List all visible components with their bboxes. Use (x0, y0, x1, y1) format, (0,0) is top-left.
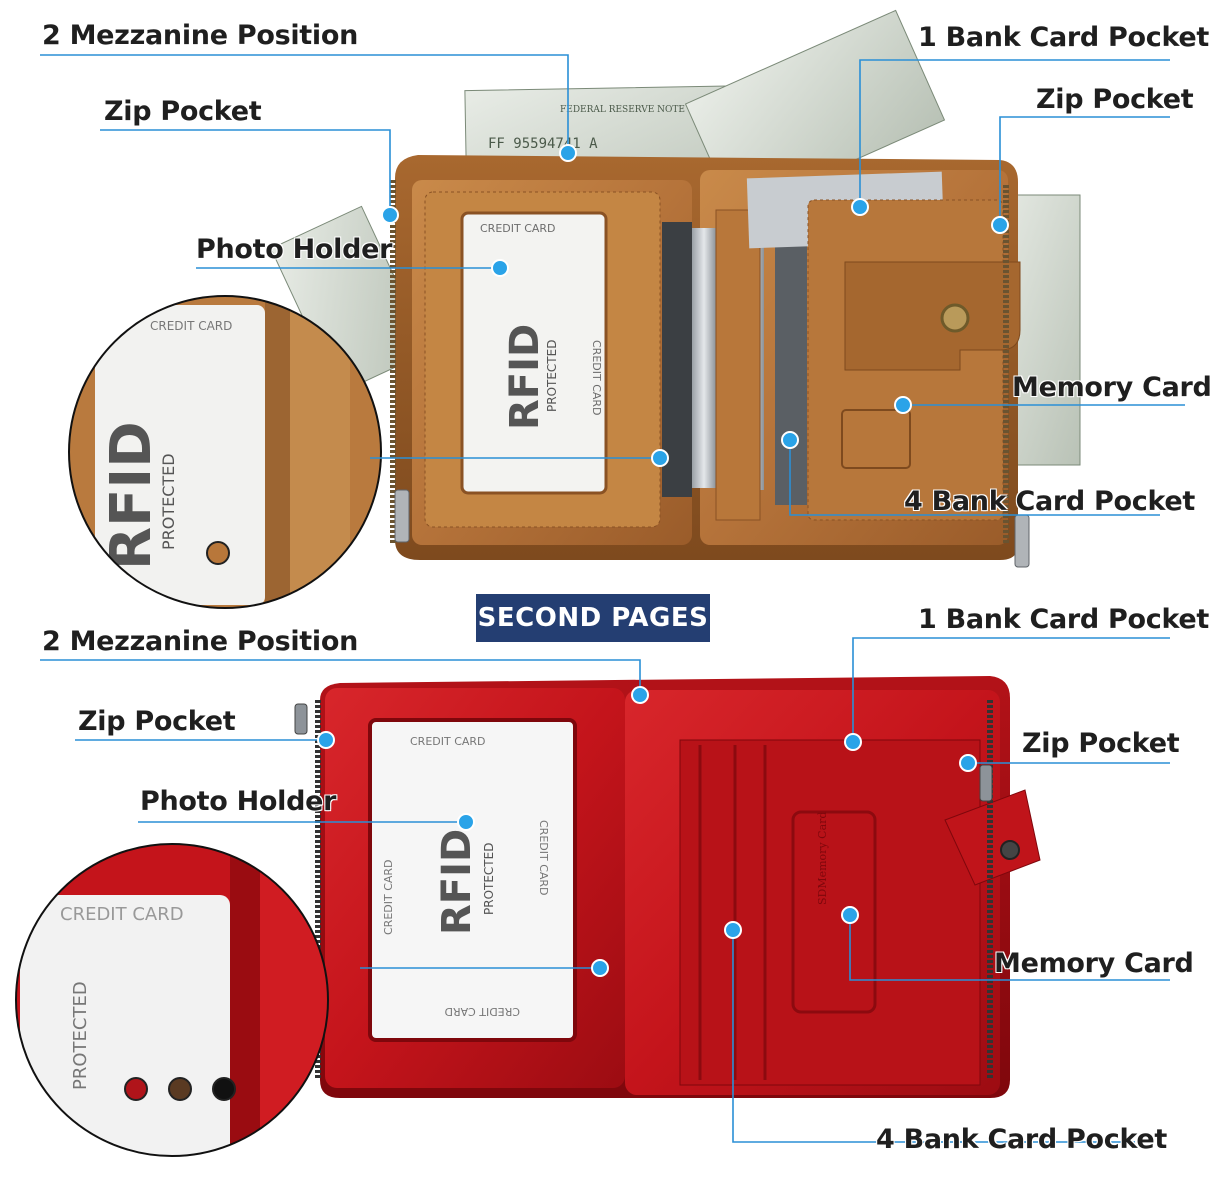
swatch-black (212, 1077, 236, 1101)
label-bottom-zip-left: Zip Pocket (78, 706, 236, 737)
zoom-top-credit-label: CREDIT CARD (150, 319, 232, 333)
label-bottom-mezzanine: 2 Mezzanine Position (42, 626, 359, 657)
top-zoom-circle: CREDIT CARD RFID PROTECTED (68, 295, 382, 609)
bottom-card-credit-label: CREDIT CARD (410, 735, 486, 748)
label-top-bank-card-4: 4 Bank Card Pocket (904, 486, 1196, 517)
top-card-protected-label: PROTECTED (545, 340, 559, 412)
bottom-card-credit-right: CREDIT CARD (537, 820, 550, 896)
bottom-zoom-circle: CREDIT CARD PROTECTED (15, 843, 329, 1157)
top-card-credit-side: CREDIT CARD (590, 340, 603, 416)
zoom-top-rfid-label: RFID (99, 421, 164, 570)
bottom-card-credit-left: CREDIT CARD (382, 859, 395, 935)
label-bottom-zip-right: Zip Pocket (1022, 728, 1180, 759)
label-bottom-bank-card-1: 1 Bank Card Pocket (918, 604, 1210, 635)
label-bottom-bank-card-4: 4 Bank Card Pocket (876, 1124, 1168, 1155)
svg-text:FF 95594741 A: FF 95594741 A (488, 136, 598, 152)
brown-wallet (390, 155, 1030, 568)
bottom-callout-lines (40, 637, 1170, 1143)
swatch-brown (206, 541, 230, 565)
swatch-coffee (168, 1077, 192, 1101)
zoom-bottom-credit-label: CREDIT CARD (60, 904, 184, 925)
red-photo-card: CREDIT CARD RFID PROTECTED CREDIT CARD C… (382, 735, 829, 1018)
label-top-photo-holder: Photo Holder (196, 234, 393, 265)
bottom-card-rfid-label: RFID (434, 829, 480, 935)
label-top-memory-card: Memory Card (1012, 372, 1212, 403)
label-top-zip-left: Zip Pocket (104, 96, 262, 127)
label-bottom-memory-card: Memory Card (994, 948, 1194, 979)
label-top-zip-right: Zip Pocket (1036, 84, 1194, 115)
label-bottom-photo-holder: Photo Holder (140, 786, 337, 817)
zoom-top-protected-label: PROTECTED (159, 453, 178, 550)
label-top-mezzanine: 2 Mezzanine Position (42, 20, 359, 51)
bottom-card-credit-bottom: CREDIT CARD (444, 1005, 520, 1018)
label-top-bank-card-1: 1 Bank Card Pocket (918, 22, 1210, 53)
top-callout-lines (40, 54, 1185, 516)
top-card-rfid-label: RFID (502, 324, 548, 430)
red-wallet (294, 676, 1041, 1098)
swatch-red (124, 1077, 148, 1101)
section-badge: SECOND PAGES (476, 594, 710, 642)
bottom-memory-stamp: SDMemory Card (816, 812, 829, 905)
zoom-bottom-protected-label: PROTECTED (70, 981, 91, 1090)
bottom-card-protected-label: PROTECTED (482, 843, 496, 915)
brown-photo-card: CREDIT CARD RFID PROTECTED CREDIT CARD (480, 222, 603, 430)
top-card-credit-label: CREDIT CARD (480, 222, 556, 235)
svg-text:FEDERAL RESERVE NOTE: FEDERAL RESERVE NOTE (560, 105, 685, 115)
